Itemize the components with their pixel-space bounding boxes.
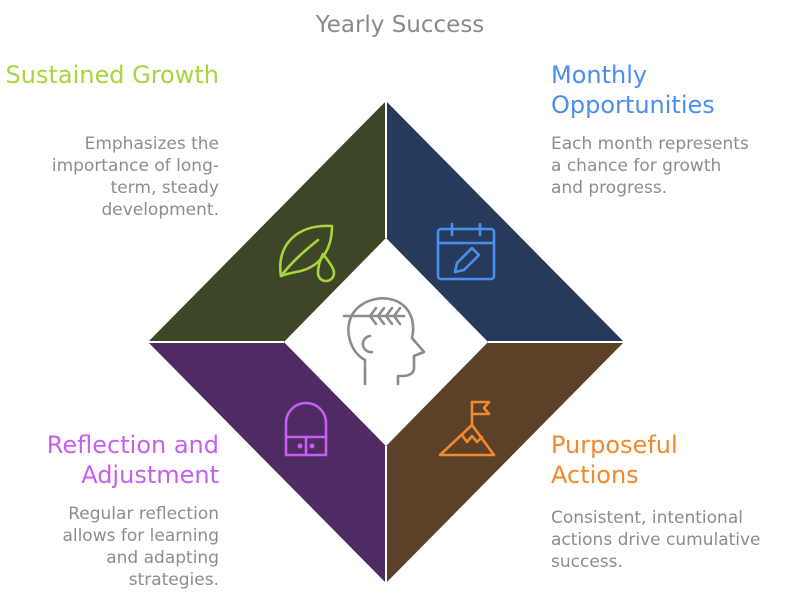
calendar-pencil-icon (436, 222, 496, 281)
leaf-drop-icon (278, 224, 336, 283)
arch-window-icon (284, 401, 328, 457)
mountain-flag-icon (438, 400, 496, 457)
quadrant-purposeful-actions (386, 342, 624, 583)
reflection-adjustment-heading: Reflection and Adjustment (46, 431, 219, 489)
quadrant-monthly-opportunities (386, 101, 624, 342)
sustained-growth-description: Emphasizes the importance of long-term, … (51, 134, 219, 220)
quadrant-dividers (148, 101, 624, 583)
diagram-title: Yearly Success (315, 12, 485, 38)
monthly-opportunities-description: Each month represents a chance for growt… (551, 134, 749, 198)
center-diamond (284, 238, 488, 446)
sustained-growth-heading: Sustained Growth (5, 61, 219, 89)
monthly-opportunities-heading: Monthly Opportunities (551, 61, 715, 119)
purposeful-actions-heading: Purposeful Actions (551, 431, 678, 489)
quadrant-reflection-adjustment (148, 342, 386, 583)
head-laurel-icon (342, 297, 426, 386)
purposeful-actions-description: Consistent, intentional actions drive cu… (551, 508, 761, 572)
reflection-adjustment-description: Regular reflection allows for learning a… (62, 504, 219, 590)
